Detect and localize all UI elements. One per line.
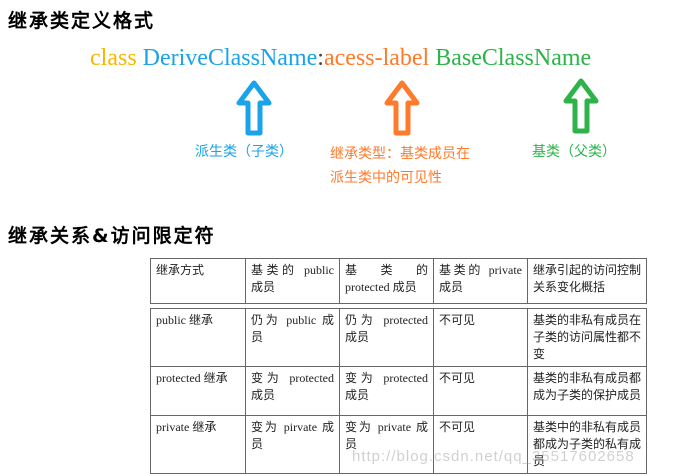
table-cell: 仍为 protected 成员 <box>339 308 434 367</box>
table-row: public 继承 仍为 public 成员 仍为 protected 成员 不… <box>150 308 647 367</box>
table-cell: 基类中的非私有成员都成为子类的私有成员 <box>527 415 647 474</box>
table-header-row: 继承方式 基类的 public 成员 基 类 的 protected 成员 基类… <box>150 258 647 304</box>
table-cell: 变为 protected 成员 <box>245 366 340 416</box>
base-up-arrow-icon <box>563 78 599 134</box>
table-cell: 变为 private 成员 <box>339 415 434 474</box>
header-cell: 继承引起的访问控制关系变化概括 <box>527 258 647 304</box>
syntax-heading: 继承类定义格式 <box>8 10 156 32</box>
table-cell: 不可见 <box>433 308 528 367</box>
inheritance-access-table: 继承方式 基类的 public 成员 基 类 的 protected 成员 基类… <box>150 258 647 474</box>
access-label: acess-label <box>323 45 430 71</box>
base-class-name: BaseClassName <box>435 45 592 71</box>
table-cell: 仍为 public 成员 <box>245 308 340 367</box>
derived-up-arrow-icon <box>236 80 272 136</box>
class-keyword: class <box>90 45 137 71</box>
relations-heading: 继承关系&访问限定符 <box>8 225 216 247</box>
access-up-arrow-icon <box>384 80 420 136</box>
class-syntax-line: class DeriveClassName:acess-label BaseCl… <box>90 42 591 74</box>
header-cell: 基 类 的 protected 成员 <box>339 258 434 304</box>
watermark-text: http://blog.csdn.net/qq_35517602658 <box>352 448 635 465</box>
access-note-line-1: 继承类型：基类成员在 <box>330 146 470 162</box>
header-cell: 继承方式 <box>150 258 246 304</box>
table-cell: private 继承 <box>150 415 246 474</box>
access-note-line-2: 派生类中的可见性 <box>330 170 442 186</box>
table-cell: protected 继承 <box>150 366 246 416</box>
access-label-note: 继承类型：基类成员在 派生类中的可见性 <box>330 142 500 190</box>
table-cell: public 继承 <box>150 308 246 367</box>
derived-class-note: 派生类（子类） <box>195 144 293 160</box>
header-cell: 基类的 public 成员 <box>245 258 340 304</box>
table-cell: 不可见 <box>433 366 528 416</box>
colon-separator: : <box>317 45 324 71</box>
table-cell: 基类的非私有成员在子类的访问属性都不变 <box>527 308 647 367</box>
base-class-note: 基类（父类） <box>532 144 616 160</box>
derived-class-name: DeriveClassName <box>142 45 318 71</box>
table-cell: 基类的非私有成员都成为子类的保护成员 <box>527 366 647 416</box>
table-cell: 变为 protected 成员 <box>339 366 434 416</box>
table-cell: 变为 pirvate 成员 <box>245 415 340 474</box>
header-cell: 基类的 private 成员 <box>433 258 528 304</box>
table-row: protected 继承 变为 protected 成员 变为 protecte… <box>150 366 647 416</box>
table-row: private 继承 变为 pirvate 成员 变为 private 成员 不… <box>150 415 647 474</box>
